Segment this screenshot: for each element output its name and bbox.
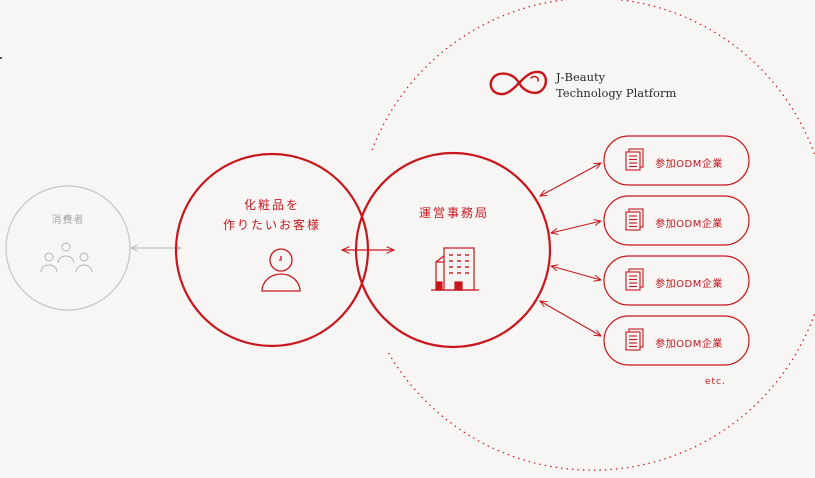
brand-title: J-Beauty Technology Platform xyxy=(556,69,676,101)
document-icon xyxy=(625,328,644,351)
odm-label-1: 参加ODM企業 xyxy=(655,159,723,170)
odm-arrow-4 xyxy=(540,301,601,336)
infinity-logo xyxy=(489,70,547,96)
odm-label-2: 参加ODM企業 xyxy=(655,219,723,230)
customer-circle xyxy=(174,152,370,348)
document-icon xyxy=(625,148,644,171)
customer-label-line1: 化粧品を xyxy=(243,198,300,212)
etc-label: etc. xyxy=(705,377,726,387)
odm-pill-2 xyxy=(603,195,750,246)
odm-label-3: 参加ODM企業 xyxy=(655,279,723,290)
people-group-icon xyxy=(40,242,93,273)
corner-mark xyxy=(0,57,2,59)
customer-label-line2: 作りたいお客様 xyxy=(222,218,321,232)
odm-arrow-2 xyxy=(551,221,601,233)
odm-pill-3 xyxy=(603,255,750,306)
consumer-circle xyxy=(5,185,131,311)
document-icon xyxy=(625,268,644,291)
brand-line2: Technology Platform xyxy=(556,86,677,100)
person-icon xyxy=(261,248,301,292)
office-odm-arrows xyxy=(540,163,601,336)
document-icon xyxy=(625,208,644,231)
odm-arrow-3 xyxy=(551,266,601,280)
odm-pill-1 xyxy=(603,135,750,186)
platform-boundary xyxy=(371,0,815,471)
odm-label-4: 参加ODM企業 xyxy=(655,339,723,350)
office-label: 運営事務局 xyxy=(418,206,489,220)
building-icon xyxy=(431,247,479,291)
odm-pill-4 xyxy=(603,315,750,366)
brand-line1: J-Beauty xyxy=(556,70,606,84)
consumer-label: 消費者 xyxy=(51,215,85,226)
odm-arrow-1 xyxy=(540,163,601,196)
